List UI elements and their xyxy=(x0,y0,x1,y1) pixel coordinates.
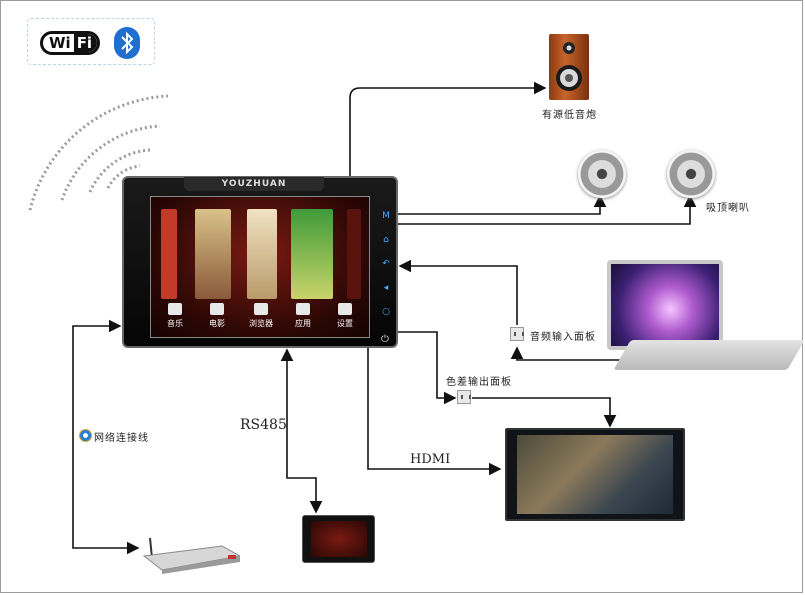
app-tile xyxy=(161,209,177,299)
line-rs485 xyxy=(280,348,323,514)
subwoofer-label: 有源低音炮 xyxy=(542,110,597,121)
wireless-badges: Wi Fi xyxy=(27,18,155,65)
ie-icon xyxy=(79,429,92,442)
menu-music[interactable]: 音乐 xyxy=(157,303,193,329)
ceiling-speaker-label: 吸顶喇叭 xyxy=(706,203,750,214)
brand-label: YOUZHUAN xyxy=(184,177,324,191)
audio-input-panel-label: 音频输入面板 xyxy=(530,332,596,343)
bluetooth-icon xyxy=(114,27,140,59)
laptop-icon xyxy=(607,260,723,350)
line-component xyxy=(398,331,457,405)
network-cable-label: 网络连接线 xyxy=(94,433,149,444)
power-icon[interactable]: ⏻ xyxy=(381,334,389,345)
browser-icon xyxy=(254,303,268,315)
component-output-label: 色差输出面板 xyxy=(446,377,512,388)
line-subwoofer xyxy=(349,81,547,178)
menu-browser[interactable]: 浏览器 xyxy=(243,303,279,329)
audio-input-panel-icon xyxy=(510,327,524,341)
line-component-tv xyxy=(472,397,617,428)
app-tile xyxy=(347,209,361,299)
control-tablet: YOUZHUAN 音乐 电影 浏览器 应用 设置 M ⌂ ↶ ◂ ○ ⏻ xyxy=(122,176,398,348)
gear-icon xyxy=(338,303,352,315)
ceiling-speaker-icon xyxy=(578,150,626,198)
wireless-signal-icon xyxy=(28,94,169,211)
tv-icon xyxy=(505,428,685,521)
volume-icon[interactable]: ◂ xyxy=(383,283,389,293)
router-icon xyxy=(142,537,242,574)
app-tile xyxy=(291,209,333,299)
subwoofer-icon xyxy=(549,34,589,100)
tablet-screen: 音乐 电影 浏览器 应用 设置 xyxy=(150,196,370,338)
home-icon[interactable]: ⌂ xyxy=(383,235,389,245)
apps-icon xyxy=(296,303,310,315)
circle-icon[interactable]: ○ xyxy=(382,307,390,317)
line-hdmi xyxy=(367,348,502,476)
line-network xyxy=(72,319,140,555)
menu-movie[interactable]: 电影 xyxy=(199,303,235,329)
hdmi-label: HDMI xyxy=(410,452,451,467)
side-button-menu[interactable]: M xyxy=(382,211,390,221)
wifi-logo-icon: Wi Fi xyxy=(40,31,100,55)
rs485-label: RS485 xyxy=(240,417,287,433)
app-tile xyxy=(247,209,277,299)
mini-tablet-icon xyxy=(302,515,375,563)
line-ceiling-right xyxy=(398,194,697,225)
component-output-panel-icon xyxy=(457,390,471,404)
line-ceiling-left xyxy=(398,194,607,215)
laptop-base xyxy=(613,340,805,370)
menu-apps[interactable]: 应用 xyxy=(285,303,321,329)
back-icon[interactable]: ↶ xyxy=(382,259,390,269)
ceiling-speaker-icon xyxy=(667,150,715,198)
app-tile xyxy=(195,209,231,299)
movie-icon xyxy=(210,303,224,315)
line-laptop xyxy=(510,346,655,361)
menu-settings[interactable]: 设置 xyxy=(327,303,363,329)
line-audio-in xyxy=(398,259,518,325)
music-icon xyxy=(168,303,182,315)
